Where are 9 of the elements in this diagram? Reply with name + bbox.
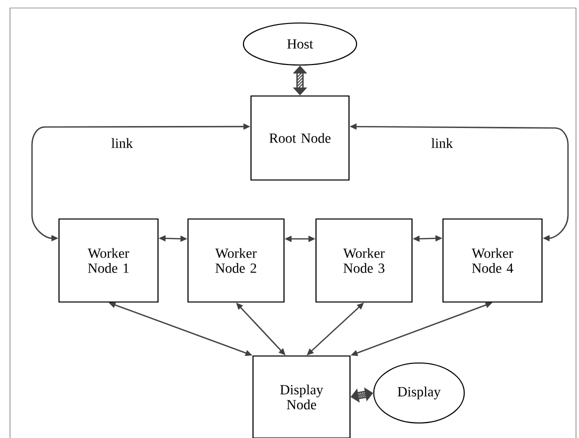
worker-box: Worker Node 2 (187, 218, 285, 303)
edge-label: link (430, 137, 454, 149)
worker-box: Worker Node 4 (442, 218, 543, 303)
edge-label: link (110, 137, 134, 149)
root-box: Root Node (250, 95, 350, 181)
display-node-box: Display Node (252, 355, 351, 438)
hatched-arrow (292, 66, 308, 96)
worker-box: Worker Node 1 (58, 218, 159, 303)
worker-box: Worker Node 3 (315, 218, 413, 303)
